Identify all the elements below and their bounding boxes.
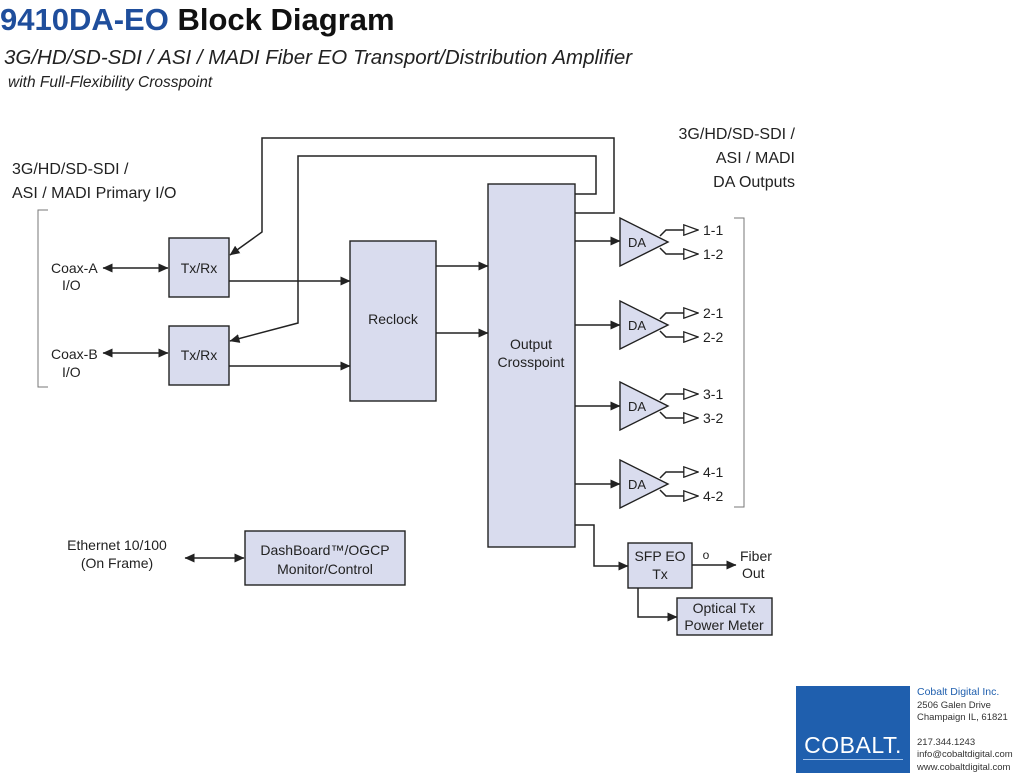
company-phone: 217.344.1243	[917, 737, 1013, 750]
output-group-bracket	[734, 218, 744, 507]
output-label-2-2: 2-2	[703, 329, 723, 345]
coax-a-label: Coax-A	[51, 260, 98, 276]
coax-b-io-label: I/O	[62, 364, 81, 380]
output-arrow-1-1	[660, 230, 698, 236]
input-group-label-2: ASI / MADI Primary I/O	[12, 185, 176, 202]
output-arrow-2-2	[660, 331, 698, 337]
txrx-b-label: Tx/Rx	[181, 347, 218, 363]
txrx-a-label: Tx/Rx	[181, 260, 218, 276]
coax-b-label: Coax-B	[51, 346, 98, 362]
company-website[interactable]: www.cobaltdigital.com	[917, 762, 1013, 774]
fiber-out-label-2: Out	[742, 565, 765, 581]
crosspoint-label-2: Crosspoint	[498, 354, 565, 370]
output-arrow-1-2	[660, 248, 698, 254]
coax-a-io-label: I/O	[62, 277, 81, 293]
output-arrow-3-1	[660, 394, 698, 400]
output-label-4-2: 4-2	[703, 488, 723, 504]
dashboard-label-1: DashBoard™/OGCP	[260, 542, 389, 558]
output-group-label-1: 3G/HD/SD-SDI /	[679, 126, 796, 143]
dashboard-label-2: Monitor/Control	[277, 561, 373, 577]
crosspoint-to-sfp	[575, 525, 628, 566]
output-label-3-2: 3-2	[703, 410, 723, 426]
company-contact: Cobalt Digital Inc. 2506 Galen Drive Cha…	[917, 686, 1013, 774]
ethernet-label-1: Ethernet 10/100	[67, 537, 167, 553]
company-address-1: 2506 Galen Drive	[917, 700, 1013, 713]
output-arrow-2-1	[660, 313, 698, 319]
output-label-1-1: 1-1	[703, 222, 723, 238]
ethernet-label-2: (On Frame)	[81, 555, 153, 571]
output-label-2-1: 2-1	[703, 305, 723, 321]
company-name: Cobalt Digital Inc.	[917, 686, 1013, 700]
da-label-2: DA	[628, 318, 646, 333]
power-meter-label-1: Optical Tx	[693, 600, 756, 616]
input-group-bracket	[38, 210, 48, 387]
output-label-1-2: 1-2	[703, 246, 723, 262]
company-name-b: Digital Inc.	[947, 686, 999, 698]
power-meter-label-2: Power Meter	[684, 617, 764, 633]
output-label-4-1: 4-1	[703, 464, 723, 480]
da-label-3: DA	[628, 399, 646, 414]
fiber-optic-symbol: o	[703, 548, 710, 562]
sfp-label-2: Tx	[652, 566, 668, 582]
contact-spacer	[917, 725, 1013, 737]
sfp-to-power-meter	[638, 588, 677, 617]
company-address-2: Champaign IL, 61821	[917, 712, 1013, 725]
da-label-4: DA	[628, 477, 646, 492]
output-arrow-4-1	[660, 472, 698, 478]
reclock-label: Reclock	[368, 311, 419, 327]
output-group-label-3: DA Outputs	[713, 174, 795, 191]
logo-rule	[803, 759, 903, 760]
fiber-out-label-1: Fiber	[740, 548, 772, 564]
cobalt-logo: COBALT.	[796, 686, 910, 773]
output-label-3-1: 3-1	[703, 386, 723, 402]
output-arrow-4-2	[660, 490, 698, 496]
input-group-label-1: 3G/HD/SD-SDI /	[12, 161, 129, 178]
company-name-a: Cobalt	[917, 686, 947, 698]
logo-text: COBALT.	[796, 732, 910, 759]
da-label-1: DA	[628, 235, 646, 250]
sfp-label-1: SFP EO	[634, 548, 685, 564]
crosspoint-label-1: Output	[510, 336, 552, 352]
output-group-label-2: ASI / MADI	[716, 150, 795, 167]
output-arrow-3-2	[660, 412, 698, 418]
company-email[interactable]: info@cobaltdigital.com	[917, 749, 1013, 762]
